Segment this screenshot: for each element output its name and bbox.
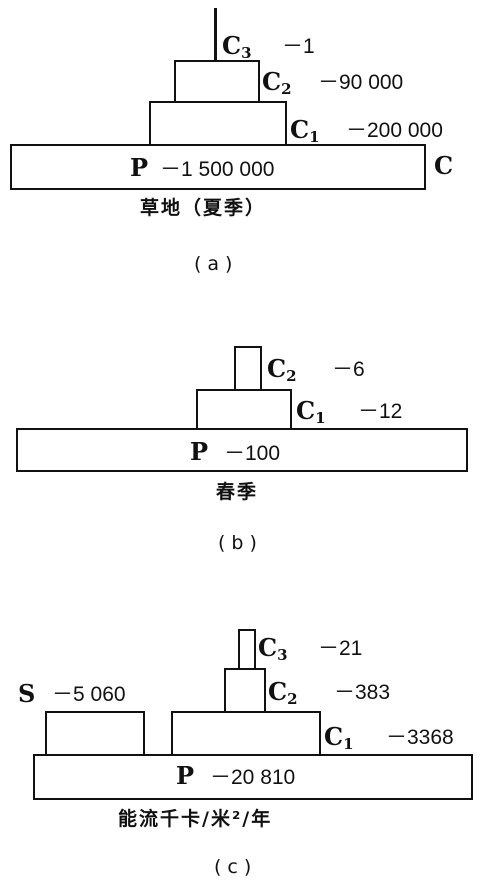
panel-a-p-label: P [130,153,149,182]
panel-b-caption: 春季 [216,481,259,503]
panel-c-p-value: －20 810 [210,766,296,789]
panel-c-c3-label: C3 [258,633,288,664]
panel-b-p-value: －100 [224,442,281,465]
panel-b-c2-box [234,346,262,392]
panel-a-label: (a) [194,253,239,275]
panel-a-p-box [10,144,426,190]
panel-a-c2-label: C2 [262,67,292,98]
panel-a-c3-label: C3 [222,31,252,62]
panel-c-c3-box [238,629,256,671]
panel-a-c1-box [149,101,287,147]
panel-a-c3-bar [214,8,217,62]
panel-a-p-value: －1 500 000 [160,158,275,181]
panel-c-c3-value: －21 [318,637,363,660]
panel-c-c1-label: C1 [324,722,354,753]
panel-c-s-label: S [18,679,36,708]
panel-b-c1-value: －12 [358,400,403,423]
panel-b-c1-box [196,389,292,432]
panel-b-label: (b) [218,532,263,554]
panel-c-s-value: －5 060 [52,683,126,706]
panel-a-right-mark: C [434,151,454,180]
panel-b-c2-label: C2 [267,354,297,385]
panel-c-label: (c) [214,856,258,878]
panel-c-c2-label: C2 [268,677,298,708]
panel-c-caption: 能流千卡/米²/年 [118,808,273,830]
panel-b-p-box [16,428,468,472]
panel-b-c1-label: C1 [296,396,326,427]
panel-c-c1-box [171,711,321,757]
panel-a-c1-label: C1 [290,115,320,146]
panel-c-p-box [33,754,473,800]
panel-b-p-label: P [190,437,209,466]
panel-a-c2-box [174,60,260,104]
panel-a-c3-value: －1 [282,35,315,58]
panel-c-s-box [45,711,145,757]
panel-c-c2-value: －383 [334,681,391,704]
panel-b-c2-value: －6 [332,358,365,381]
panel-a-caption: 草地（夏季） [140,197,267,219]
panel-c-p-label: P [176,761,195,790]
panel-c-c1-value: －3368 [386,726,454,749]
panel-c-c2-box [224,668,266,713]
panel-a-c2-value: －90 000 [318,71,404,94]
panel-a-c1-value: －200 000 [346,119,443,142]
